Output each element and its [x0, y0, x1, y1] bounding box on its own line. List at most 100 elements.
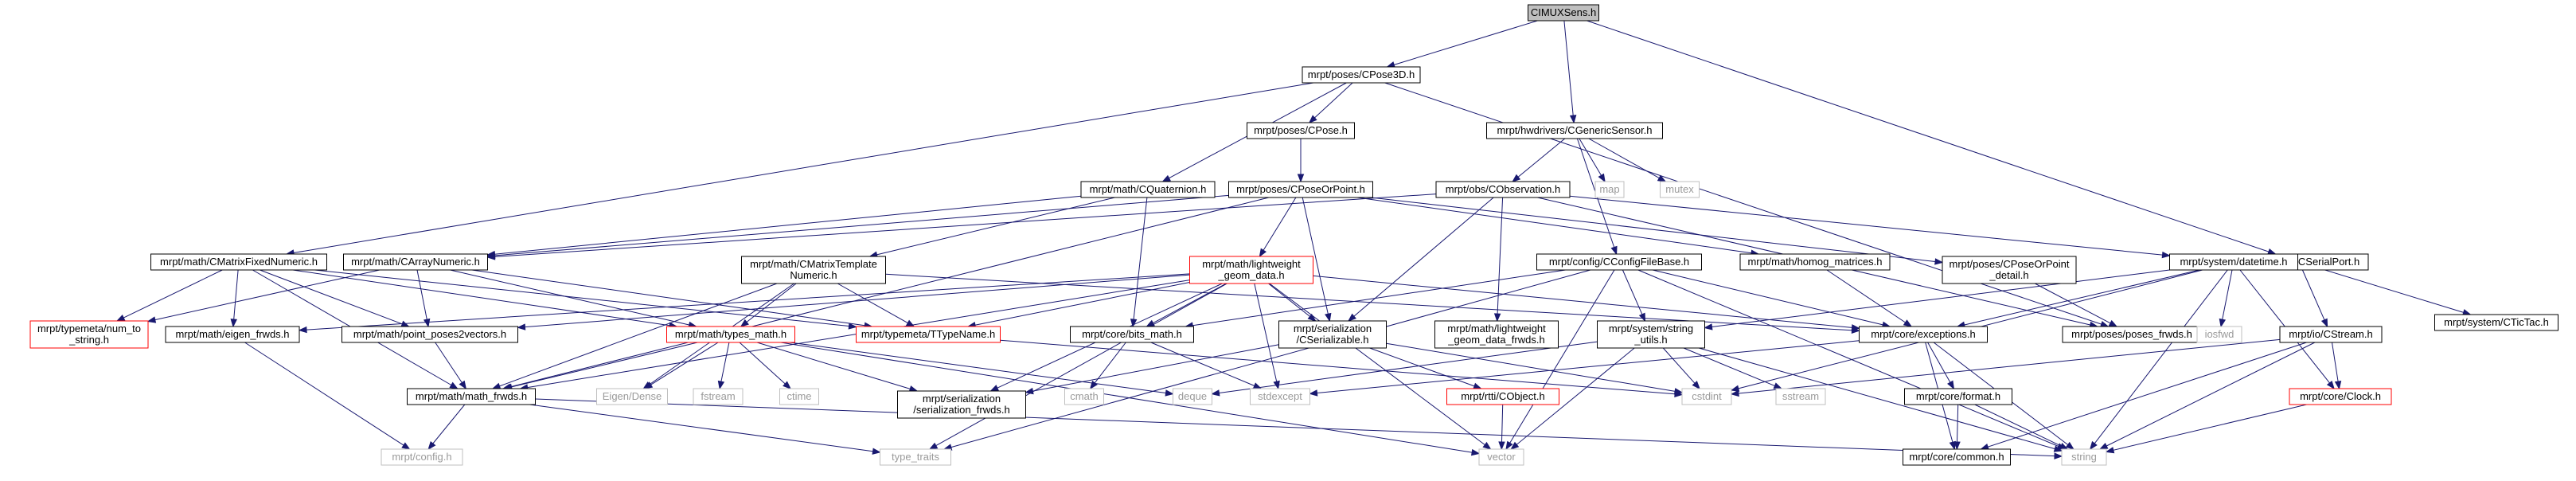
node-cserializable[interactable]: mrpt/serialization/CSerializable.h — [1278, 320, 1387, 349]
node-map[interactable]: map — [1594, 181, 1625, 198]
edge-line — [1563, 20, 1574, 116]
edge-line — [416, 269, 427, 320]
node-label: Eigen/Dense — [603, 390, 662, 402]
node-cquaternion[interactable]: mrpt/math/CQuaternion.h — [1080, 181, 1216, 198]
edge-cstream-to-cstdint — [1730, 338, 2281, 397]
node-cpose3d[interactable]: mrpt/poses/CPose3D.h — [1302, 66, 1421, 84]
node-cclock[interactable]: mrpt/core/Clock.h — [2289, 388, 2392, 405]
edge-line — [509, 197, 1270, 388]
edge-exceptions-to-stdexcept — [1309, 340, 1860, 397]
edge-line — [535, 398, 2055, 457]
node-root[interactable]: CIMUXSens.h — [1528, 4, 1599, 22]
edge-line — [2332, 342, 2339, 382]
edge-cmatrixfixednumeric-to-pointposes2vectors — [260, 269, 410, 327]
edge-line — [1957, 404, 1959, 443]
node-ctime[interactable]: ctime — [779, 388, 819, 405]
edge-cposeorpoint-to-carraynumeric — [486, 194, 1229, 259]
edge-lightweightgeomdata-to-cserializable — [1268, 283, 1317, 322]
edge-line — [529, 404, 873, 452]
node-eigenfwds[interactable]: mrpt/math/eigen_frwds.h — [165, 326, 300, 343]
node-cmath[interactable]: cmath — [1064, 388, 1104, 405]
node-posesfrwds[interactable]: mrpt/poses/poses_frwds.h — [2062, 326, 2202, 343]
node-cstream[interactable]: mrpt/io/CStream.h — [2279, 326, 2383, 343]
node-stringutils[interactable]: mrpt/system/string_utils.h — [1597, 320, 1705, 349]
node-datetime[interactable]: mrpt/system/datetime.h — [2169, 253, 2298, 271]
edge-line — [435, 342, 463, 383]
node-crtticobject[interactable]: mrpt/rtti/CObject.h — [1446, 388, 1559, 405]
node-cmatrixfixednumeric[interactable]: mrpt/math/CMatrixFixedNumeric.h — [150, 253, 327, 271]
node-box — [596, 388, 668, 405]
node-label: /CSerializable.h — [1296, 334, 1368, 346]
node-label: mrpt/core/Clock.h — [2300, 390, 2381, 402]
edge-cstream-to-cclock — [2332, 342, 2342, 390]
arrowhead — [1498, 441, 1505, 451]
node-pointposes2vectors[interactable]: mrpt/math/point_poses2vectors.h — [342, 326, 518, 343]
edge-line — [1622, 269, 1643, 315]
edge-cserialport-to-ctictac — [2324, 269, 2472, 316]
node-ttypename[interactable]: mrpt/typemeta/TTypeName.h — [856, 326, 1001, 343]
node-box — [856, 326, 1001, 343]
node-cposeorpoint[interactable]: mrpt/poses/CPoseOrPoint.h — [1228, 181, 1373, 198]
edge-line — [1927, 342, 1951, 383]
node-sstream[interactable]: sstream — [1775, 388, 1826, 405]
node-fstream[interactable]: fstream — [693, 388, 744, 405]
node-deque[interactable]: deque — [1173, 388, 1212, 405]
node-stdexcept[interactable]: stdexcept — [1250, 388, 1310, 405]
node-numtostring[interactable]: mrpt/typemeta/num_to_string.h — [29, 320, 149, 349]
node-box — [693, 388, 744, 405]
node-label: mrpt/poses/CPose.h — [1254, 124, 1348, 136]
edge-line — [1268, 283, 1310, 317]
node-mutex[interactable]: mutex — [1660, 181, 1700, 198]
node-config[interactable]: mrpt/config.h — [381, 448, 463, 466]
arrowhead — [146, 316, 157, 323]
edge-cposeorpoint-to-lightweightgeomdata — [1259, 197, 1297, 258]
node-coreformat[interactable]: mrpt/core/format.h — [1904, 388, 2012, 405]
arrowhead — [1953, 441, 1961, 451]
edge-line — [876, 197, 1115, 256]
node-cposeorpointdetail[interactable]: mrpt/poses/CPoseOrPoint_detail.h — [1942, 256, 2077, 284]
edge-line — [511, 342, 698, 388]
edge-line — [746, 283, 797, 323]
node-exceptions[interactable]: mrpt/core/exceptions.h — [1859, 326, 1988, 343]
node-iosfwd[interactable]: iosfwd — [2196, 326, 2242, 343]
edge-line — [1032, 344, 1279, 392]
node-box — [29, 320, 149, 349]
node-label: mrpt/poses/poses_frwds.h — [2071, 328, 2192, 340]
arrowhead — [230, 319, 237, 328]
node-label: cmath — [1070, 390, 1098, 402]
edge-line — [2324, 269, 2464, 313]
node-cconfigfilebase[interactable]: mrpt/config/CConfigFileBase.h — [1536, 253, 1702, 271]
node-label: mrpt/math/types_math.h — [675, 328, 786, 340]
node-corecommon[interactable]: mrpt/core/common.h — [1903, 448, 2011, 466]
node-ctictac[interactable]: mrpt/system/CTicTac.h — [2434, 314, 2558, 331]
node-label: mrpt/math/lightweight — [1202, 258, 1301, 270]
node-eigendense[interactable]: Eigen/Dense — [596, 388, 668, 405]
node-cgenericsensor[interactable]: mrpt/hwdrivers/CGenericSensor.h — [1486, 122, 1663, 139]
edge-eigenfwds-to-config — [244, 342, 411, 450]
node-lightweightgeomdatafrwds[interactable]: mrpt/math/lightweight_geom_data_frwds.h — [1434, 320, 1559, 349]
node-label: mrpt/typemeta/num_to — [37, 323, 141, 334]
node-homogmatrices[interactable]: mrpt/math/homog_matrices.h — [1739, 253, 1891, 271]
node-cstdint[interactable]: cstdint — [1681, 388, 1732, 405]
node-lightweightgeomdata[interactable]: mrpt/math/lightweight_geom_data.h — [1189, 256, 1313, 284]
node-typesmath[interactable]: mrpt/math/types_math.h — [666, 326, 795, 343]
edge-line — [494, 194, 1229, 256]
edge-cmatrixtemplatenumeric-to-typesmath — [740, 283, 797, 327]
node-bitsmath[interactable]: mrpt/core/bits_math.h — [1070, 326, 1194, 343]
node-carraynumeric[interactable]: mrpt/math/CArrayNumeric.h — [343, 253, 488, 271]
node-vector[interactable]: vector — [1478, 448, 1524, 466]
node-label: sstream — [1782, 390, 1819, 402]
node-box — [1775, 388, 1826, 405]
node-box — [1080, 181, 1216, 198]
node-mathfrwds[interactable]: mrpt/math/math_frwds.h — [407, 388, 536, 405]
node-typetraits[interactable]: type_traits — [880, 448, 951, 466]
node-serializationfrwds[interactable]: mrpt/serialization/serialization_frwds.h — [897, 390, 1026, 419]
node-cpose[interactable]: mrpt/poses/CPose.h — [1247, 122, 1355, 139]
node-string[interactable]: string — [2061, 448, 2107, 466]
edge-cquaternion-to-bitsmath — [1130, 197, 1148, 328]
node-box — [779, 388, 819, 405]
node-label: _geom_data.h — [1217, 269, 1284, 281]
node-cobservation[interactable]: mrpt/obs/CObservation.h — [1435, 181, 1571, 198]
